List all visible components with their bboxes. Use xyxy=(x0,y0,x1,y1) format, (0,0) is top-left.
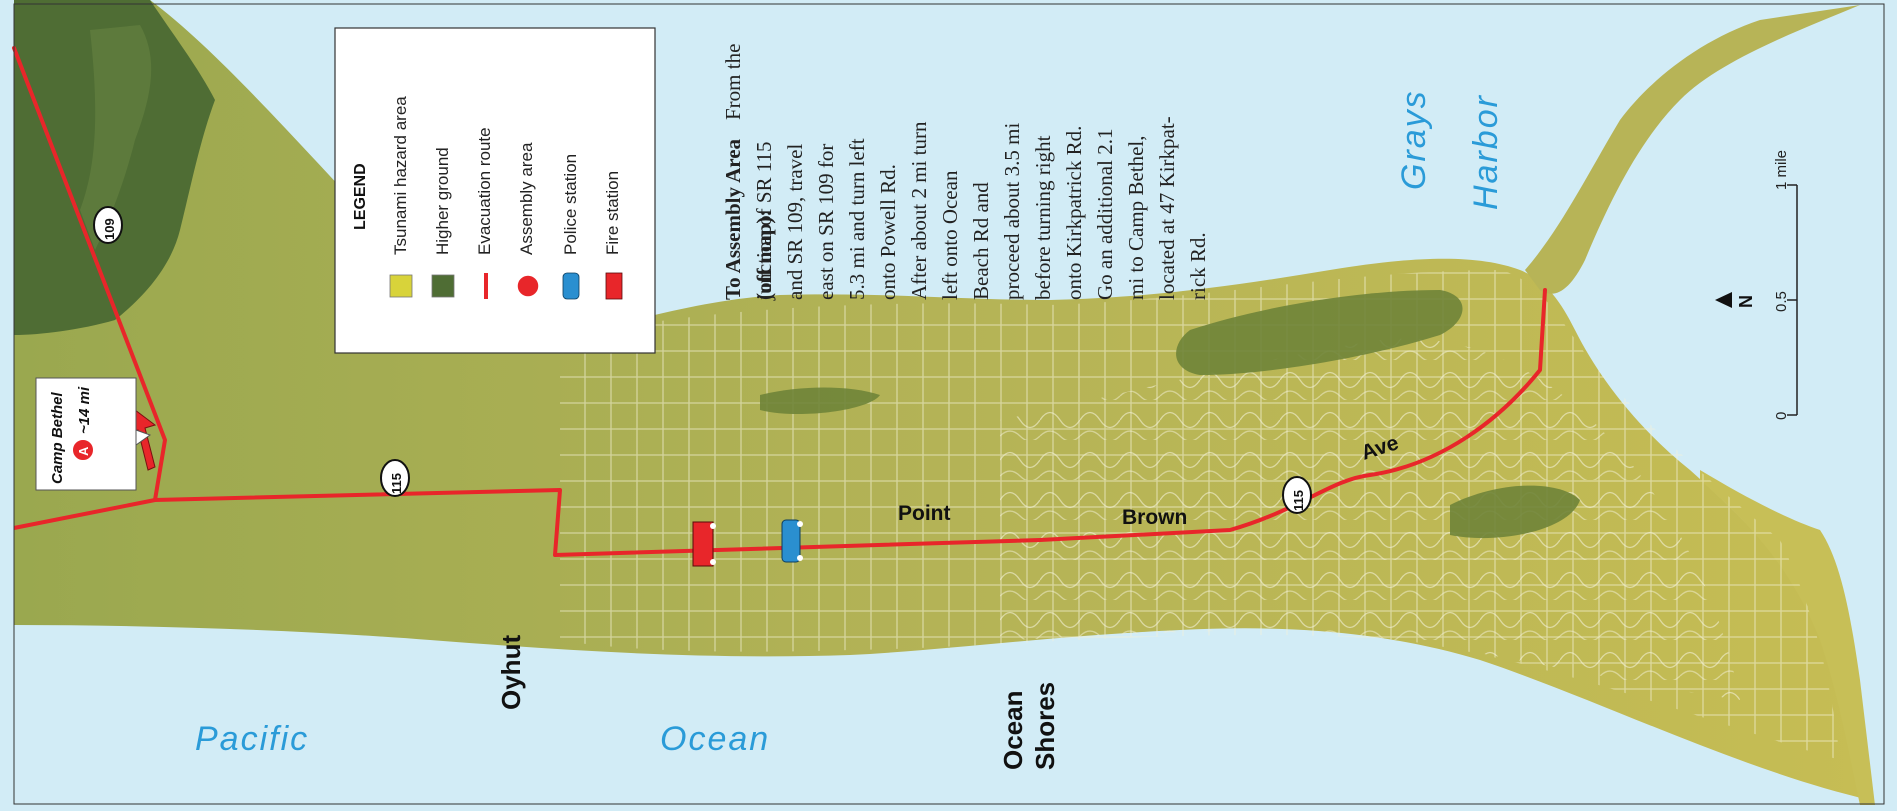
legend-label-assembly: Assembly area xyxy=(517,142,536,255)
legend-fire-icon xyxy=(605,272,623,300)
evacuation-route-west xyxy=(13,498,156,530)
legend-swatch-higher-ground xyxy=(431,274,455,298)
directions-line: After about 2 mi turn xyxy=(907,121,931,300)
directions: To Assembly Area (off map): From the juncti… xyxy=(721,44,1210,301)
directions-line: left onto Ocean xyxy=(938,170,962,300)
shield-sr115-west: 115 xyxy=(380,459,410,497)
directions-line: junction of SR 115 xyxy=(752,142,776,301)
label-harbor: Harbor xyxy=(1467,94,1505,210)
curvy-streets xyxy=(1000,338,1740,700)
map-frame xyxy=(13,3,1885,805)
directions-line: before turning right xyxy=(1031,135,1055,300)
legend-police-icon xyxy=(562,272,580,300)
lake xyxy=(1176,290,1463,375)
directions-line: onto Powell Rd. xyxy=(876,164,900,300)
evacuation-route xyxy=(12,46,1547,557)
legend-label-police: Police station xyxy=(561,154,580,255)
label-pacific: Pacific xyxy=(195,720,309,758)
scale-tick-1: 1 mile xyxy=(1773,150,1790,190)
legend-title: LEGEND xyxy=(352,163,369,230)
label-ocean-shores-2: Shores xyxy=(1030,682,1060,770)
label-ocean: Ocean xyxy=(660,720,770,758)
legend-label-hazard: Tsunami hazard area xyxy=(391,96,410,255)
fire-station-icon xyxy=(692,521,716,567)
north-letter: N xyxy=(1736,295,1756,308)
legend-label-fire: Fire station xyxy=(603,171,622,255)
legend-label-higher-ground: Higher ground xyxy=(433,147,452,255)
directions-line: located at 47 Kirkpat- xyxy=(1155,116,1179,300)
legend-swatch-hazard xyxy=(389,274,413,298)
southern-spit xyxy=(1700,470,1875,805)
shield-sr115-east: 115 xyxy=(1282,476,1312,514)
shield-sr115-west-label: 115 xyxy=(389,473,404,494)
camp-distance: ~14 mi xyxy=(76,386,93,434)
lake-east xyxy=(1450,485,1580,539)
assembly-area-icon xyxy=(71,438,95,462)
directions-line: Go an additional 2.1 xyxy=(1093,129,1117,300)
assembly-letter: A xyxy=(76,446,91,456)
directions-line: proceed about 3.5 mi xyxy=(1000,123,1024,300)
directions-line: and SR 109, travel xyxy=(783,144,807,300)
directions-line: east on SR 109 for xyxy=(814,144,838,300)
scale-tick-half: 0.5 xyxy=(1773,291,1790,312)
scale-bar: 0 0.5 1 mile xyxy=(1773,150,1798,420)
directions-heading-2: (off map): xyxy=(752,210,776,300)
shield-sr115-east-label: 115 xyxy=(1291,490,1306,511)
scale-tick-0: 0 xyxy=(1773,412,1790,420)
camp-bethel-callout: Camp Bethel A ~14 mi xyxy=(35,377,152,491)
directions-line: 5.3 mi and turn left xyxy=(845,138,869,300)
legend: LEGEND Tsunami hazard area Higher ground… xyxy=(334,27,656,354)
legend-label-route: Evacuation route xyxy=(475,127,494,255)
directions-heading: To Assembly Area xyxy=(721,138,745,300)
camp-bethel-name: Camp Bethel xyxy=(49,391,66,484)
street-label-brown: Brown xyxy=(1122,506,1187,529)
label-ocean-shores-1: Ocean xyxy=(998,691,1028,771)
shield-sr109-label: 109 xyxy=(102,218,117,240)
directions-line: From the xyxy=(721,44,745,120)
higher-ground-edge xyxy=(80,25,152,250)
street-label-point: Point xyxy=(898,502,951,525)
label-grays: Grays xyxy=(1395,89,1433,190)
shield-sr109: 109 xyxy=(93,206,123,244)
lake-small xyxy=(760,387,880,415)
label-oyhut: Oyhut xyxy=(496,635,526,710)
legend-swatch-route xyxy=(484,273,488,299)
police-station-icon xyxy=(781,519,803,563)
directions-line: rick Rd. xyxy=(1186,232,1210,300)
northern-spit xyxy=(1525,5,1860,294)
legend-assembly-icon xyxy=(516,274,540,298)
directions-line: Beach Rd and xyxy=(969,182,993,300)
directions-line: mi to Camp Bethel, xyxy=(1124,136,1148,300)
directions-line: onto Kirkpatrick Rd. xyxy=(1062,126,1086,300)
north-arrow: N xyxy=(1715,292,1756,308)
